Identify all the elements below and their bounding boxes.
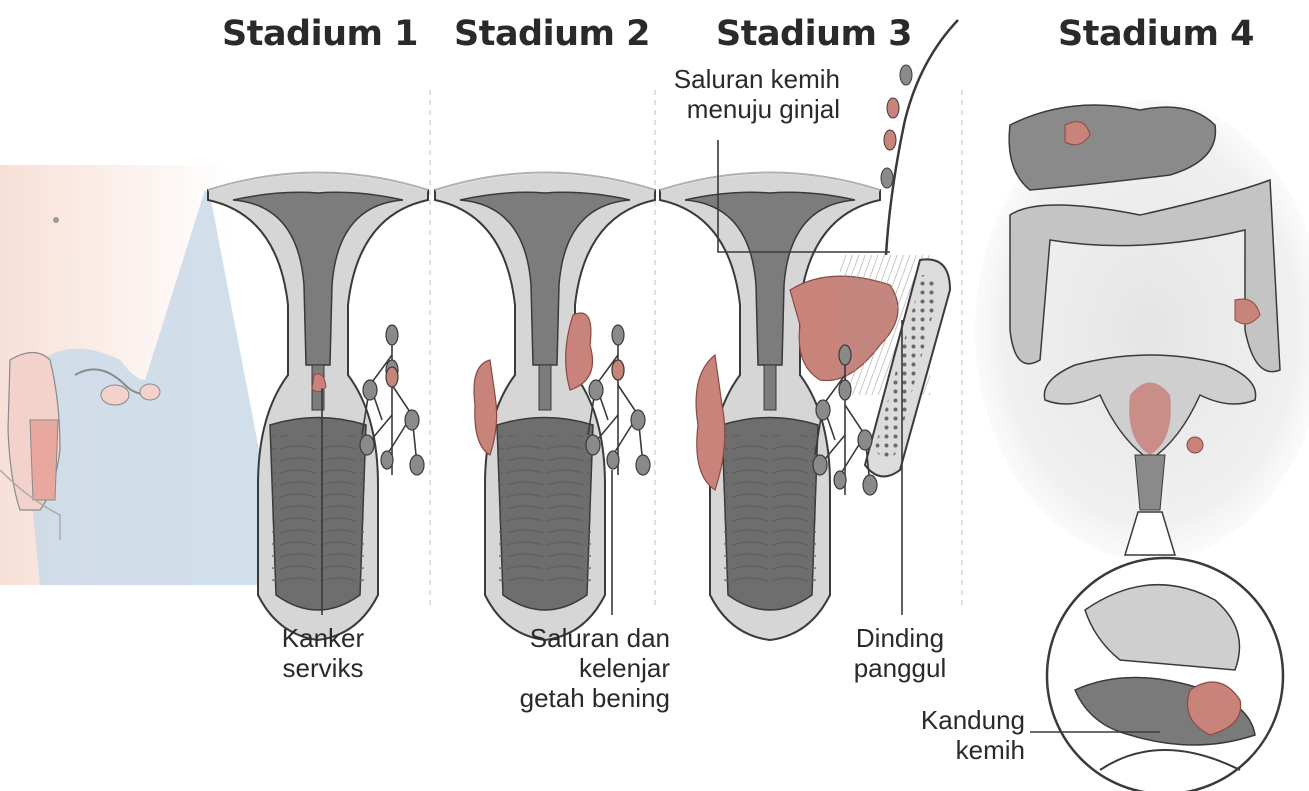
stage-4-organs xyxy=(975,100,1309,560)
label-kanker-serviks: Kanker serviks xyxy=(258,623,388,683)
label-saluran-kelenjar-line1: Saluran dan xyxy=(480,623,670,653)
stage-3-uterus xyxy=(660,173,898,641)
label-saluran-kelenjar: Saluran dan kelenjar getah bening xyxy=(480,623,670,713)
label-saluran-kelenjar-line2: kelenjar xyxy=(480,653,670,683)
label-dinding-panggul-line1: Dinding xyxy=(835,623,965,653)
label-saluran-kemih-line1: Saluran kemih xyxy=(630,64,840,94)
stage-1-lymph-nodes xyxy=(360,325,424,475)
label-saluran-kelenjar-line3: getah bening xyxy=(480,683,670,713)
label-saluran-kemih: Saluran kemih menuju ginjal xyxy=(630,64,840,124)
stage-4-title: Stadium 4 xyxy=(1058,14,1254,54)
stage-2-uterus xyxy=(435,173,655,641)
stage-2-title: Stadium 2 xyxy=(454,14,650,54)
label-saluran-kemih-line2: menuju ginjal xyxy=(630,94,840,124)
label-kandung-kemih: Kandung kemih xyxy=(880,705,1025,765)
body-overview xyxy=(0,165,285,585)
stage-2-lymph-nodes xyxy=(586,325,650,475)
stage-1-title: Stadium 1 xyxy=(222,14,418,54)
label-kanker-serviks-line2: serviks xyxy=(258,653,388,683)
stage-4-bladder-zoom xyxy=(1047,558,1283,791)
label-kandung-kemih-line1: Kandung xyxy=(880,705,1025,735)
stage-3-title: Stadium 3 xyxy=(716,14,912,54)
label-dinding-panggul-line2: panggul xyxy=(835,653,965,683)
label-dinding-panggul: Dinding panggul xyxy=(835,623,965,683)
label-kandung-kemih-line2: kemih xyxy=(880,735,1025,765)
label-kanker-serviks-line1: Kanker xyxy=(258,623,388,653)
